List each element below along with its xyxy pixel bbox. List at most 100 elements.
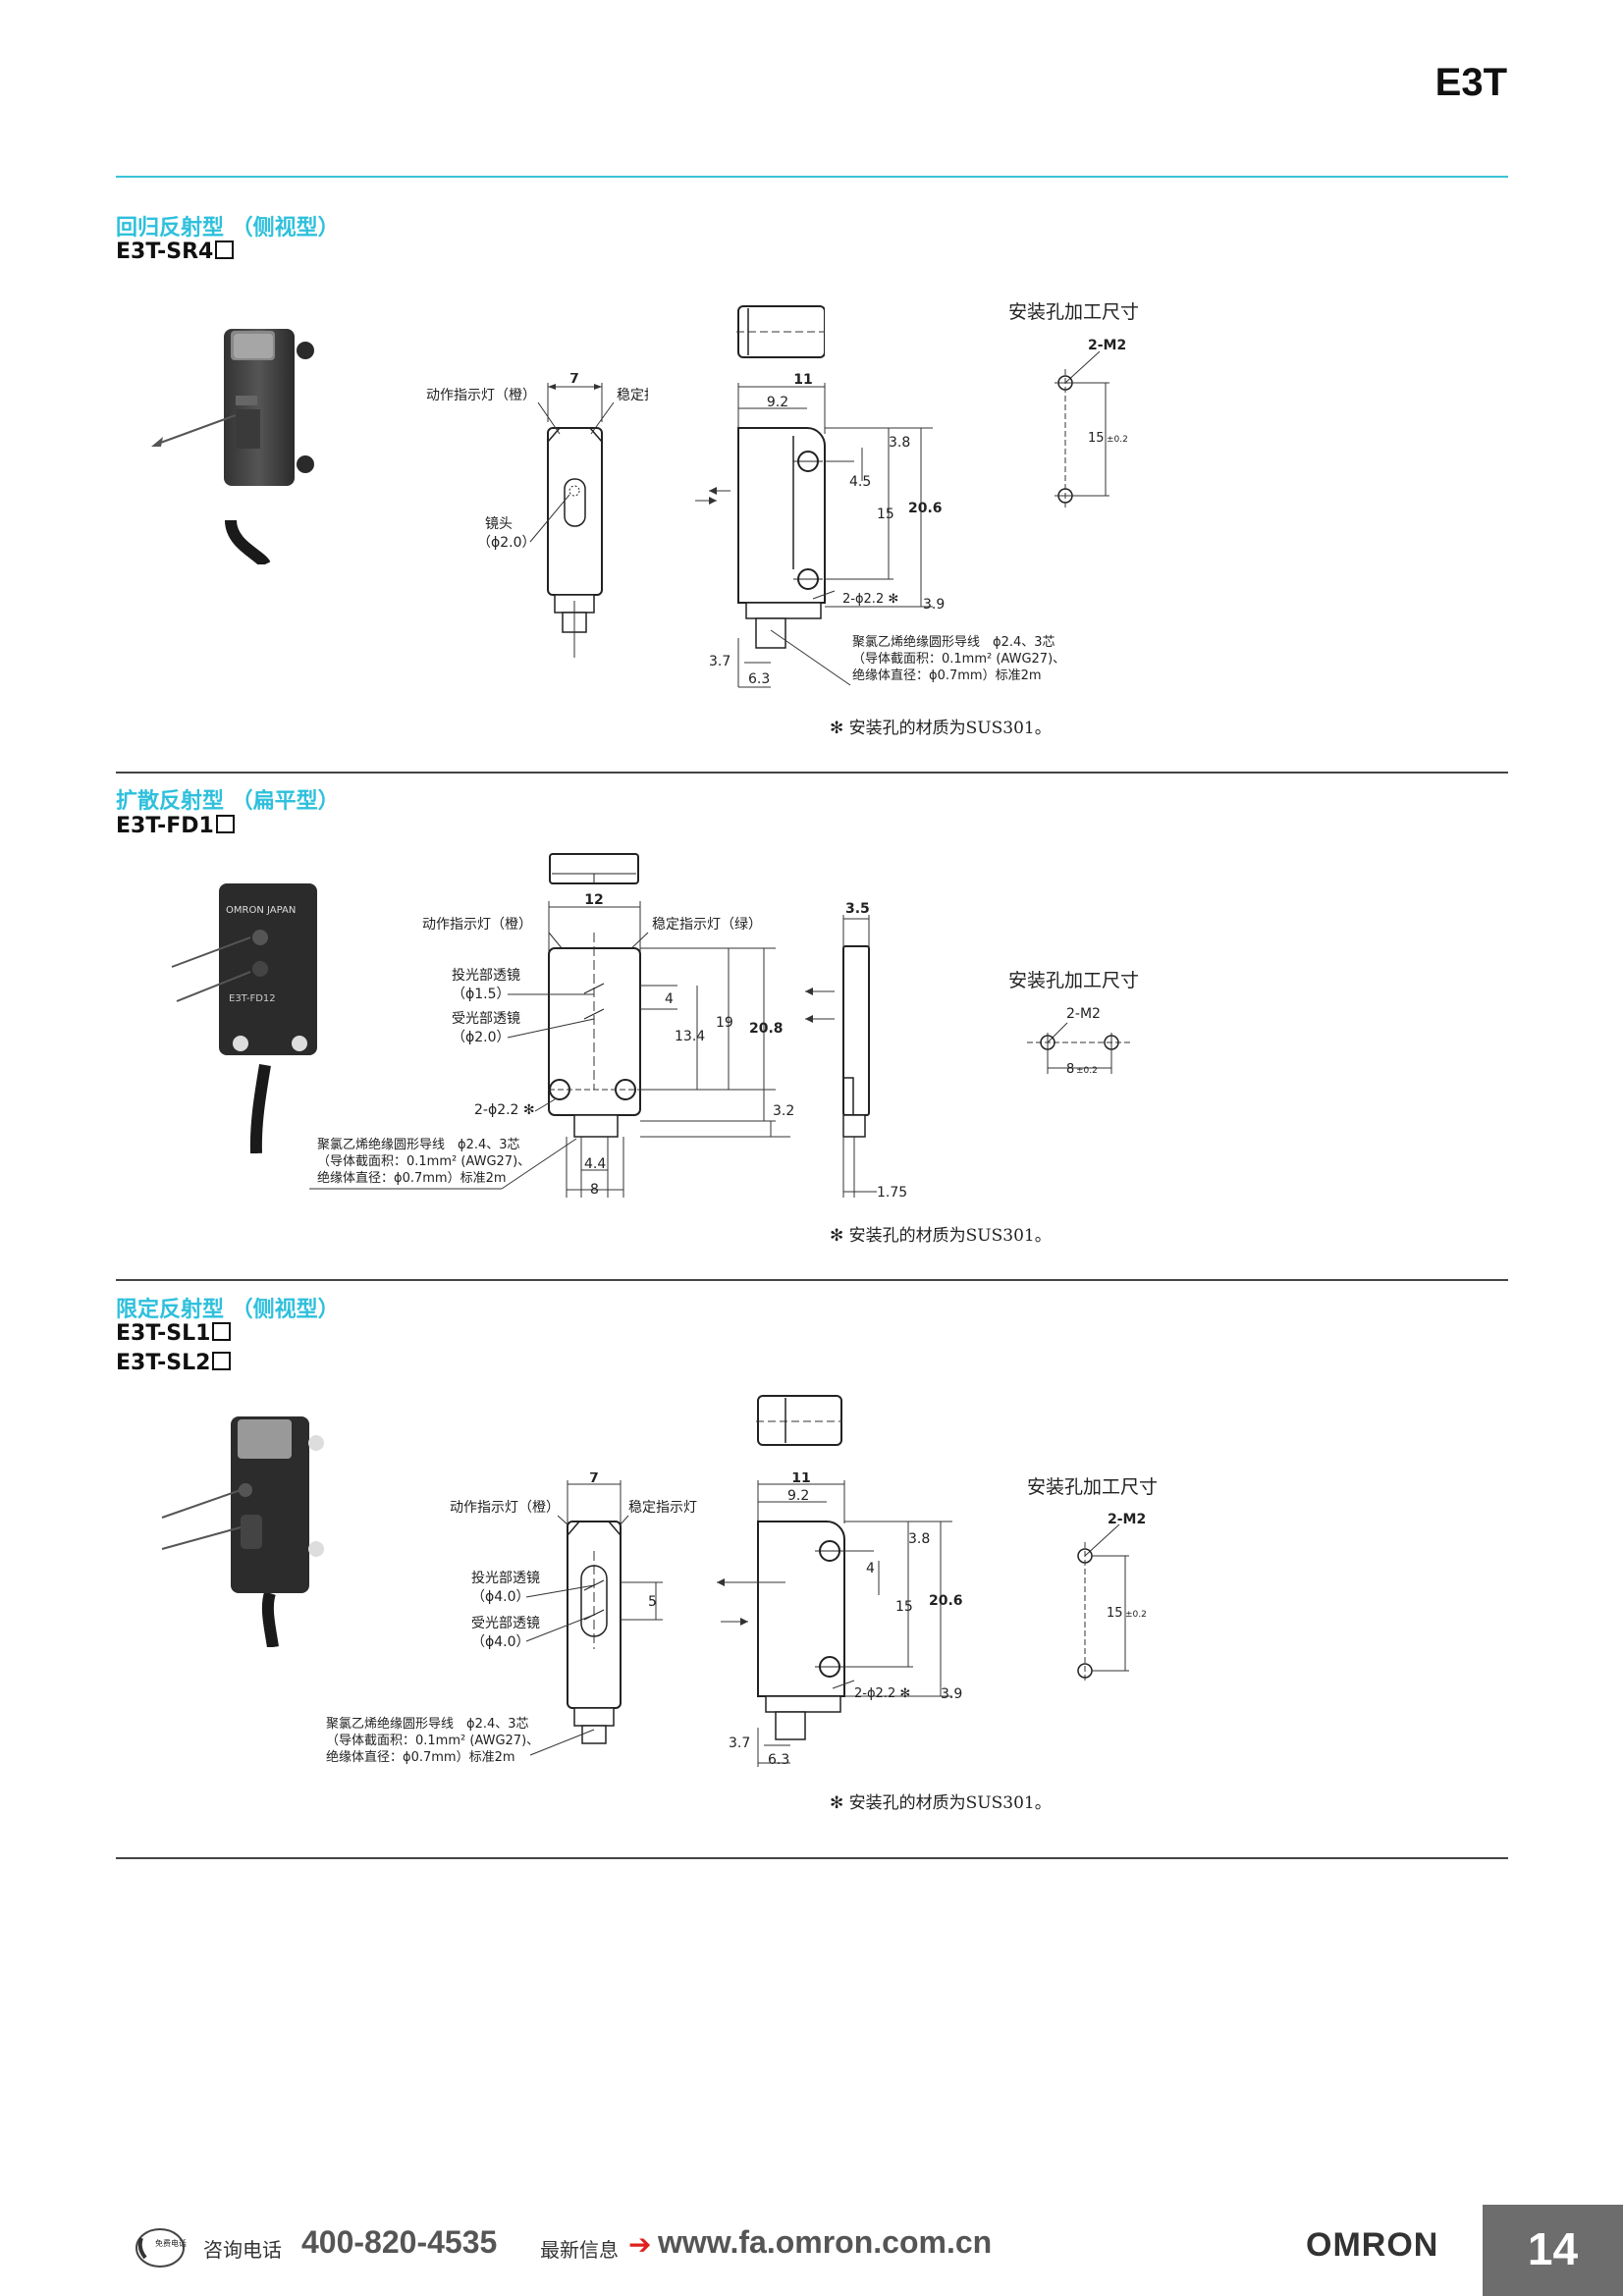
svg-text:受光部透镜: 受光部透镜 [452,1011,520,1027]
svg-text:受光部透镜: 受光部透镜 [471,1616,540,1631]
phone-label: 咨询电话 [203,2238,282,2262]
svg-text:2-ϕ2.2 ✻: 2-ϕ2.2 ✻ [842,592,898,607]
section3-title: 限定反射型 （侧视型） [116,1298,340,1322]
website-link[interactable]: www.fa.omron.com.cn [658,2224,993,2260]
svg-text:6.3: 6.3 [748,671,770,687]
svg-text:8: 8 [1066,1062,1074,1077]
section1-model: E3T-SR4 [116,240,235,264]
svg-text:3.8: 3.8 [889,435,910,451]
mount-title-sl: 安装孔加工尺寸 [1027,1476,1159,1498]
svg-text:1.75: 1.75 [877,1185,907,1201]
section2-model: E3T-FD1 [116,814,235,838]
front-view-fd1: 12 动作指示灯（橙） 稳定指示灯（绿） 投光部透镜 （ϕ1.5） 受光部透镜 … [309,893,794,1198]
svg-text:3.9: 3.9 [923,597,945,613]
svg-text:（ϕ2.0）: （ϕ2.0） [477,535,536,551]
svg-text:2-M2: 2-M2 [1088,338,1126,353]
svg-text:7: 7 [569,373,579,387]
product-photo-sr4 [151,329,314,564]
svg-text:E3T-FD12: E3T-FD12 [229,993,276,1004]
svg-text:2-ϕ2.2 ✻: 2-ϕ2.2 ✻ [854,1686,910,1701]
svg-text:15: 15 [1088,431,1105,446]
svg-text:稳定指示灯（绿）: 稳定指示灯（绿） [652,917,762,933]
page-number-tab: 14 [1483,2205,1623,2296]
svg-text:投光部透镜: 投光部透镜 [452,968,520,984]
section2-title: 扩散反射型 （扁平型） [116,789,340,814]
svg-text:11: 11 [793,373,812,388]
svg-text:3.7: 3.7 [709,654,730,669]
svg-text:3.7: 3.7 [729,1735,750,1751]
side-view-fd1: 3.5 1.75 [805,901,907,1201]
svg-text:稳定指示灯（绿）: 稳定指示灯（绿） [628,1500,697,1516]
section3-model-1: E3T-SL1 [116,1321,232,1346]
top-view-sl [756,1395,842,1446]
mount-diagram-fd1: 2-M2 8 ±0.2 [1027,1006,1131,1077]
svg-text:镜头: 镜头 [485,516,513,532]
front-view-sr4: 7 动作指示灯（橙） 稳定指示灯（绿） 镜头 （ϕ2.0） [426,373,648,658]
svg-text:（导体截面积：0.1mm² (AWG27)、: （导体截面积：0.1mm² (AWG27)、 [852,652,1065,667]
info-label: 最新信息 [540,2238,619,2262]
svg-text:（导体截面积：0.1mm² (AWG27)、: （导体截面积：0.1mm² (AWG27)、 [326,1734,539,1748]
header-rule [116,176,1508,178]
svg-text:13.4: 13.4 [675,1029,705,1044]
mount-diagram-sr4: 2-M2 15 ±0.2 [1055,338,1128,508]
svg-text:20.6: 20.6 [908,501,943,516]
top-view-sr4 [736,305,825,358]
section-divider-2 [116,1279,1508,1281]
svg-text:±0.2: ±0.2 [1107,435,1128,445]
phone-number: 400-820-4535 [301,2224,498,2260]
svg-text:15: 15 [895,1599,913,1615]
arrow-right-icon: ➔ [628,2228,652,2261]
svg-text:3.8: 3.8 [908,1531,930,1547]
svg-text:聚氯乙烯绝缘圆形导线 ϕ2.4、3芯: 聚氯乙烯绝缘圆形导线 ϕ2.4、3芯 [317,1137,520,1152]
side-view-sl: 11 9.2 3.8 4 15 20.6 2-ϕ2.2 ✻ 3.9 3.7 6.… [717,1472,963,1768]
svg-text:8: 8 [590,1182,599,1198]
svg-text:OMRON JAPAN: OMRON JAPAN [226,905,296,916]
svg-text:7: 7 [589,1472,599,1486]
svg-text:绝缘体直径：ϕ0.7mm）标准2m: 绝缘体直径：ϕ0.7mm）标准2m [317,1170,507,1186]
svg-text:动作指示灯（橙）: 动作指示灯（橙） [422,917,532,933]
svg-text:20.6: 20.6 [929,1593,963,1609]
mount-title-sr4: 安装孔加工尺寸 [1008,301,1140,323]
svg-text:4: 4 [866,1561,875,1576]
svg-text:19: 19 [716,1015,733,1031]
page-header-title: E3T [1434,61,1507,104]
svg-text:4: 4 [665,991,674,1007]
svg-text:±0.2: ±0.2 [1076,1066,1098,1076]
page-number: 14 [1527,2223,1579,2274]
svg-text:（ϕ4.0）: （ϕ4.0） [471,1589,530,1605]
svg-text:20.8: 20.8 [749,1021,784,1037]
svg-text:15: 15 [877,507,894,522]
svg-text:投光部透镜: 投光部透镜 [471,1571,540,1586]
svg-text:4.4: 4.4 [584,1156,606,1172]
section1-title: 回归反射型 （侧视型） [116,216,340,240]
product-photo-fd1: OMRON JAPAN E3T-FD12 [171,883,317,1153]
svg-text:绝缘体直径：ϕ0.7mm）标准2m: 绝缘体直径：ϕ0.7mm）标准2m [852,667,1042,683]
svg-text:（ϕ4.0）: （ϕ4.0） [471,1634,530,1650]
mount-diagram-sl: 2-M2 15 ±0.2 [1077,1512,1147,1682]
svg-text:2-ϕ2.2 ✻: 2-ϕ2.2 ✻ [474,1102,535,1118]
svg-text:动作指示灯（橙）: 动作指示灯（橙） [450,1500,560,1516]
svg-text:2-M2: 2-M2 [1066,1006,1101,1022]
front-view-sl: 7 动作指示灯（橙） 稳定指示灯（绿） 投光部透镜 （ϕ4.0） 受光部透镜 （… [326,1472,697,1765]
section3-model-2: E3T-SL2 [116,1351,232,1375]
brand-logo: OMRON [1306,2226,1439,2264]
svg-text:免费电话: 免费电话 [155,2238,187,2248]
side-view-sr4: 11 9.2 3.8 4.5 15 20.6 2-ϕ2.2 ✻ 3.9 3.7 … [695,373,1065,688]
svg-text:12: 12 [584,893,603,908]
svg-text:9.2: 9.2 [767,395,788,410]
svg-text:动作指示灯（橙）: 动作指示灯（橙） [426,388,536,403]
section2-note: ✻ 安装孔的材质为SUS301。 [830,1226,1052,1246]
product-photo-sl [161,1416,324,1647]
section1-note: ✻ 安装孔的材质为SUS301。 [830,719,1052,738]
svg-text:聚氯乙烯绝缘圆形导线 ϕ2.4、3芯: 聚氯乙烯绝缘圆形导线 ϕ2.4、3芯 [326,1716,529,1732]
svg-text:聚氯乙烯绝缘圆形导线 ϕ2.4、3芯: 聚氯乙烯绝缘圆形导线 ϕ2.4、3芯 [852,634,1055,650]
svg-text:±0.2: ±0.2 [1125,1610,1147,1620]
svg-text:（ϕ2.0）: （ϕ2.0） [452,1030,511,1045]
section3-note: ✻ 安装孔的材质为SUS301。 [830,1793,1052,1813]
mount-title-fd1: 安装孔加工尺寸 [1008,970,1140,991]
svg-text:3.2: 3.2 [773,1103,794,1119]
svg-text:稳定指示灯（绿）: 稳定指示灯（绿） [617,388,648,403]
free-phone-icon: 免费电话 [135,2228,187,2268]
svg-text:2-M2: 2-M2 [1108,1512,1146,1527]
svg-text:5: 5 [648,1594,657,1610]
